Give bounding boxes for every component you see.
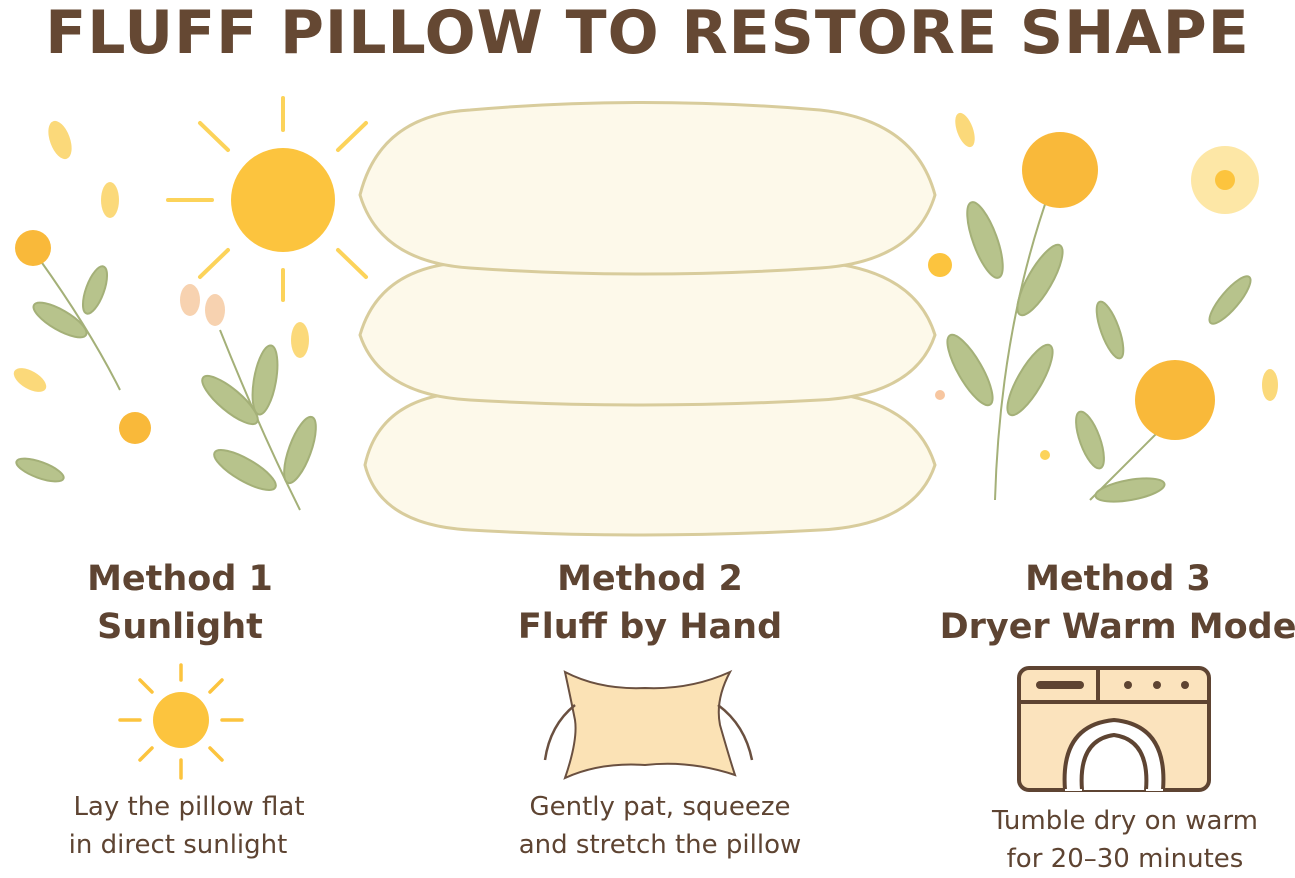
method-2-description: Gently pat, squeeze and stretch the pill… bbox=[450, 788, 870, 864]
method-1: Method 1 Sunlight bbox=[0, 555, 390, 651]
method-3-name: Dryer Warm Mode bbox=[939, 607, 1295, 647]
sun-icon bbox=[118, 663, 244, 780]
method-1-description: Lay the pillow flat in direct sunlight bbox=[0, 788, 388, 864]
method-2-number: Method 2 bbox=[557, 559, 743, 599]
sun-illustration bbox=[166, 96, 368, 302]
description-line: Gently pat, squeeze bbox=[529, 792, 791, 822]
dryer-icon bbox=[1017, 666, 1211, 792]
description-line: Tumble dry on warm bbox=[992, 806, 1258, 836]
pillow-stack bbox=[358, 101, 937, 537]
method-2: Method 2 Fluff by Hand bbox=[440, 555, 860, 651]
page-title: FLUFF PILLOW TO RESTORE SHAPE bbox=[45, 0, 1250, 68]
description-line: and stretch the pillow bbox=[518, 830, 802, 860]
method-3: Method 3 Dryer Warm Mode bbox=[908, 555, 1295, 651]
method-1-number: Method 1 bbox=[87, 559, 273, 599]
hands-pillow-icon bbox=[543, 669, 754, 780]
method-3-description: Tumble dry on warm for 20–30 minutes bbox=[915, 802, 1295, 878]
right-flowers bbox=[928, 112, 1278, 503]
method-2-name: Fluff by Hand bbox=[517, 607, 783, 647]
method-1-name: Sunlight bbox=[97, 607, 263, 647]
left-flowers bbox=[13, 120, 317, 511]
description-line: in direct sunlight bbox=[68, 830, 288, 860]
description-line: Lay the pillow flat bbox=[73, 792, 305, 822]
description-line: for 20–30 minutes bbox=[1006, 844, 1244, 874]
method-3-number: Method 3 bbox=[1025, 559, 1211, 599]
